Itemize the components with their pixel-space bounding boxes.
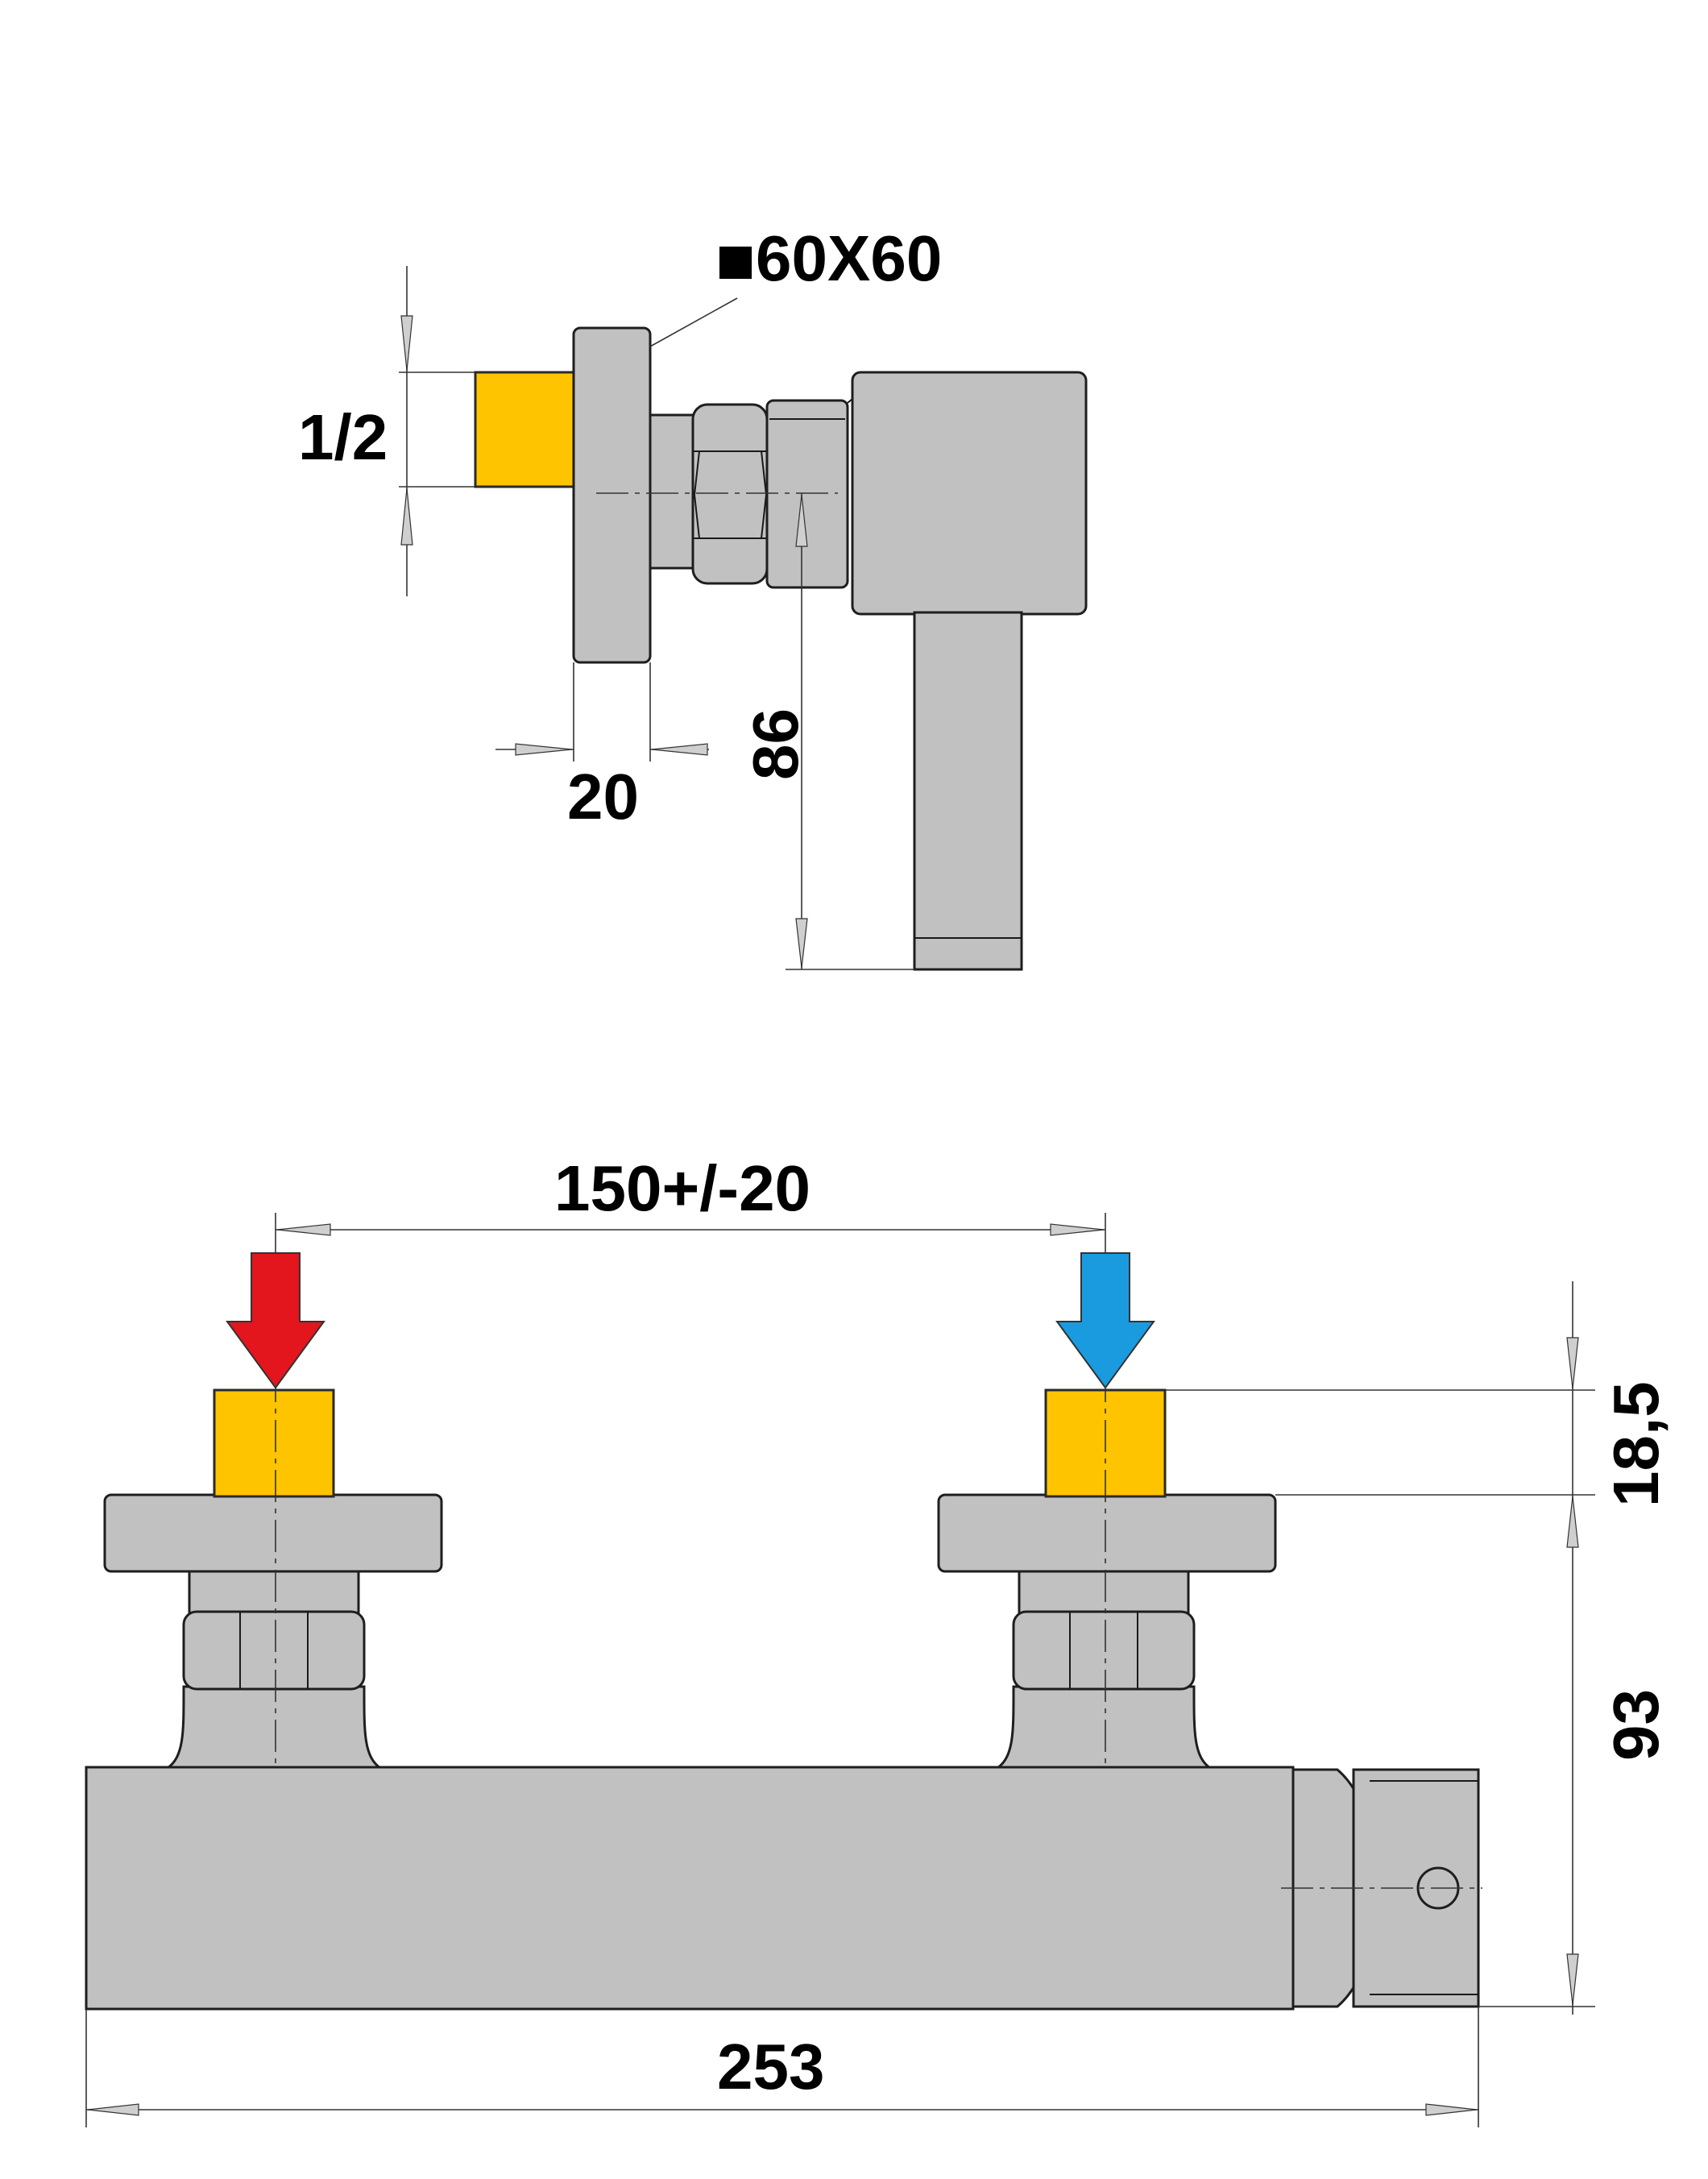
left-hex-nut xyxy=(182,1610,366,1691)
front-view xyxy=(85,1213,1595,2127)
mixer-body xyxy=(85,1766,1295,2011)
left-thread xyxy=(213,1388,335,1498)
left-flange xyxy=(103,1493,443,1573)
center-distance-label: 150+/-20 xyxy=(554,1152,810,1224)
right-inlet xyxy=(937,1370,1277,1781)
hot-inlet-arrow-icon xyxy=(226,1252,325,1389)
side-handle xyxy=(913,611,1023,971)
thread-size-label: 1/2 xyxy=(298,401,388,473)
flange-depth-label: 20 xyxy=(567,761,639,832)
height-label: 93 xyxy=(1600,1689,1672,1761)
side-thread xyxy=(474,371,575,488)
left-inlet xyxy=(103,1370,443,1781)
side-view xyxy=(399,266,1088,971)
handle-drop-label: 86 xyxy=(740,708,811,780)
right-flange xyxy=(937,1493,1277,1573)
cold-inlet-arrow-icon xyxy=(1055,1252,1155,1389)
side-flange xyxy=(572,326,652,664)
overall-length-label: 253 xyxy=(717,2031,824,2102)
side-valve-body xyxy=(851,371,1088,616)
thread-length-label: 18,5 xyxy=(1600,1381,1672,1507)
square-size-label: 60X60 xyxy=(719,222,942,294)
square-size-text: 60X60 xyxy=(756,222,942,294)
right-hex-nut xyxy=(1012,1610,1196,1691)
side-hex-nut xyxy=(691,403,769,585)
square-symbol-icon xyxy=(719,247,752,279)
